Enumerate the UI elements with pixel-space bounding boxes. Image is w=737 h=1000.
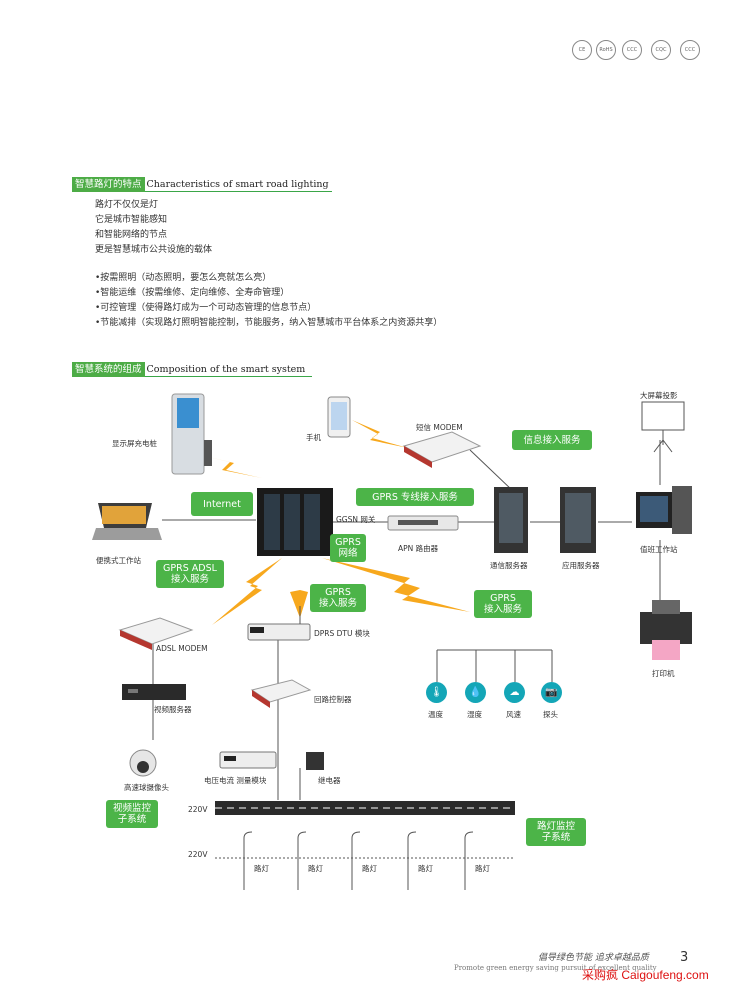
label-loop-controller: 回路控制器 <box>314 695 352 704</box>
label-voltage-module: 电压电流 测量模块 <box>204 776 267 785</box>
adsl-modem-icon <box>118 617 194 650</box>
bullet-1: •按需照明（动态照明，要怎么亮就怎么亮） <box>95 273 272 283</box>
footer-slogan-cn: 倡导绿色节能 追求卓越品质 <box>538 953 649 963</box>
label-video-server: 视频服务器 <box>154 705 192 714</box>
label-charging-pile: 显示屏充电桩 <box>112 439 157 448</box>
voltage-module-icon <box>219 751 277 769</box>
label-big-screen: 大屏幕投影 <box>640 391 678 400</box>
label-sensor-wind: 风速 <box>506 710 521 719</box>
label-sensor-probe: 探头 <box>543 710 558 719</box>
bolt-dtu <box>290 562 308 618</box>
streetlight-poles <box>215 831 515 890</box>
bullet-2: •智能运维（按需维修、定向维修、全寿命管理） <box>95 288 290 298</box>
label-dtu: DPRS DTU 模块 <box>314 629 370 638</box>
gprs-access-box-1: GPRS 接入服务 <box>310 584 366 612</box>
sms-modem-icon <box>402 431 482 468</box>
info-access-box: 信息接入服务 <box>512 430 592 450</box>
label-dome-camera: 高速球摄像头 <box>124 783 169 792</box>
label-relay: 继电器 <box>318 776 341 785</box>
label-comm-server: 通信服务器 <box>490 561 528 570</box>
intro-line-2: 它是城市智能感知 <box>95 215 168 225</box>
label-sensor-temp: 温度 <box>428 710 443 719</box>
label-apn-router: APN 路由器 <box>398 544 439 553</box>
bullet-4: •节能减排（实现路灯照明智能控制，节能服务，纳入智慧城市平台体系之内资源共享） <box>95 318 443 328</box>
cert-logo-1: CE <box>572 40 592 60</box>
page-number: 3 <box>680 950 689 965</box>
label-220v-1: 220V <box>188 805 208 814</box>
intro-line-3: 和智能网络的节点 <box>95 230 168 240</box>
footer-slogan-en: Promote green energy saving pursuit of e… <box>454 964 657 972</box>
bolt-phone <box>352 420 408 448</box>
laptop-icon <box>92 503 162 540</box>
dome-camera-icon <box>129 749 157 777</box>
label-sms-modem: 短信 MODEM <box>416 423 463 432</box>
printer-icon <box>640 600 692 660</box>
streetlight-label-1: 路灯 <box>254 864 269 873</box>
duty-workstation-icon <box>636 486 692 534</box>
section1-title-en: Characteristics of smart road lighting <box>146 178 329 190</box>
section1-title-cn: 智慧路灯的特点 <box>72 176 145 192</box>
temperature-sensor-icon: 🌡 <box>426 682 447 703</box>
cert-logo-5: CCC <box>680 40 700 60</box>
section2-heading: 智慧系统的组成 Composition of the smart system <box>72 361 312 377</box>
label-ggsn: GGSN 网关 <box>336 515 376 524</box>
label-adsl-modem: ADSL MODEM <box>156 644 208 653</box>
wind-sensor-icon: ☁ <box>504 682 525 703</box>
apn-router-icon <box>387 515 459 531</box>
cert-logo-2: RoHS <box>596 40 616 60</box>
label-220v-2: 220V <box>188 850 208 859</box>
comm-server-icon <box>494 487 528 553</box>
label-sensor-humidity: 湿度 <box>467 710 482 719</box>
label-duty-station: 值班工作站 <box>640 545 678 554</box>
label-phone: 手机 <box>306 433 321 442</box>
bullet-3: •可控管理（使得路灯成为一个可动态管理的信息节点） <box>95 303 317 313</box>
charging-pile-icon <box>171 393 212 475</box>
loop-controller-icon <box>250 679 312 708</box>
gprs-network-box: GPRS 网络 <box>330 534 366 562</box>
gprs-adsl-box: GPRS ADSL 接入服务 <box>156 560 224 588</box>
camera-sensor-icon: 📷 <box>541 682 562 703</box>
internet-box: Internet <box>191 492 253 516</box>
video-server-icon <box>122 684 186 700</box>
cert-logo-3: CCC <box>622 40 642 60</box>
dtu-module-icon <box>247 606 311 641</box>
streetlight-subsystem-box: 路灯监控 子系统 <box>526 818 586 846</box>
projector-screen-icon <box>641 401 685 453</box>
label-laptop: 便携式工作站 <box>96 556 141 565</box>
label-printer: 打印机 <box>652 669 675 678</box>
watermark: 采购疯 Caigoufeng.com <box>582 968 709 982</box>
streetlight-label-2: 路灯 <box>308 864 323 873</box>
intro-line-1: 路灯不仅仅是灯 <box>95 200 159 210</box>
video-subsystem-box: 视频监控 子系统 <box>106 800 158 828</box>
streetlight-label-3: 路灯 <box>362 864 377 873</box>
section1-heading: 智慧路灯的特点 Characteristics of smart road li… <box>72 176 332 192</box>
section2-title-cn: 智慧系统的组成 <box>72 361 145 377</box>
phone-icon <box>327 396 351 438</box>
line-modem-comm <box>469 449 513 491</box>
relay-icon <box>306 752 324 770</box>
gprs-dedicated-box: GPRS 专线接入服务 <box>356 488 474 506</box>
cert-logo-4: CQC <box>651 40 671 60</box>
app-server-icon <box>560 487 596 553</box>
section2-title-en: Composition of the smart system <box>146 363 306 375</box>
streetlight-label-5: 路灯 <box>475 864 490 873</box>
server-rack-icon <box>257 488 333 556</box>
intro-line-4: 更是智慧城市公共设施的载体 <box>95 245 213 255</box>
gprs-access-box-2: GPRS 接入服务 <box>474 590 532 618</box>
humidity-sensor-icon: 💧 <box>465 682 486 703</box>
streetlight-label-4: 路灯 <box>418 864 433 873</box>
label-app-server: 应用服务器 <box>562 561 600 570</box>
